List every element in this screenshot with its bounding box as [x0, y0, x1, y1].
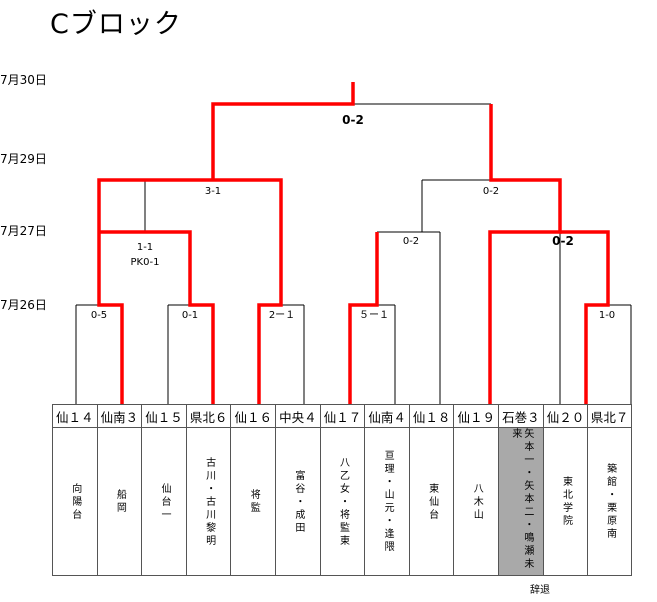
- team-cell: 仙南３: [96, 404, 142, 428]
- school-cell: 八乙女・将監東: [319, 428, 365, 576]
- team-cell: 石巻３: [498, 404, 543, 428]
- table-bottom-border: [52, 575, 632, 576]
- school-name: 亘理・山元・逢隈: [382, 450, 394, 554]
- team-cell: 仙１９: [453, 404, 499, 428]
- school-cell: 船岡: [96, 428, 142, 576]
- team-cell: 仙南４: [364, 404, 409, 428]
- school-name: 東仙台: [426, 482, 438, 522]
- winner-path-kenpoku6: [99, 230, 215, 404]
- date-label-final: 7月30日: [0, 73, 47, 87]
- school-name: 仙台一: [159, 482, 171, 522]
- score-sf-1: 3-1: [205, 186, 221, 197]
- school-name: 向陽台: [69, 482, 81, 522]
- school-cell: 東仙台: [408, 428, 454, 576]
- winner-path-lines: [97, 82, 610, 404]
- team-cell: 仙２０: [542, 404, 588, 428]
- score-r1-3: 2ー１: [269, 310, 295, 321]
- team-cell: 県北６: [185, 404, 231, 428]
- winner-path-sen17: [348, 232, 379, 404]
- date-label-round1: 7月26日: [0, 298, 47, 312]
- school-name: 矢本一・矢本二・鳴瀬未来: [509, 428, 533, 571]
- school-name: 古川・古川黎明: [203, 456, 215, 548]
- winner-path-final: [211, 82, 355, 180]
- team-cell: 仙１５: [141, 404, 186, 428]
- score-qf-1-pk: PK0-1: [131, 257, 160, 268]
- bracket-sf-1: [144, 179, 282, 305]
- team-cell: 仙１６: [230, 404, 276, 428]
- team-cell: 中央４: [275, 404, 320, 428]
- winner-path-funan3: [97, 232, 124, 404]
- school-row: 向陽台 船岡 仙台一 古川・古川黎明 将監 富谷・成田 八乙女・将監東 亘理・山…: [52, 428, 632, 576]
- school-name: 八木山: [471, 482, 483, 522]
- score-qf-2: 0-2: [403, 236, 419, 247]
- school-cell: 仙台一: [141, 428, 186, 576]
- team-cell: 県北７: [587, 404, 632, 428]
- score-r1-5: 1-0: [599, 310, 615, 321]
- school-cell: 八木山: [453, 428, 498, 576]
- score-sf-2: 0-2: [483, 186, 499, 197]
- bracket-qf-3: [489, 231, 609, 305]
- school-name: 富谷・成田: [292, 469, 304, 535]
- score-qf-3: 0-2: [552, 234, 574, 248]
- bracket-lines: [75, 103, 632, 404]
- winner-path-qf1: [97, 178, 145, 232]
- winner-path-sen20: [560, 230, 610, 404]
- score-final: 0-2: [342, 113, 364, 127]
- date-label-quarterfinal: 7月27日: [0, 224, 47, 238]
- school-cell: 富谷・成田: [275, 428, 320, 576]
- school-name: 船岡: [114, 489, 126, 515]
- school-name: 八乙女・将監東: [337, 456, 349, 548]
- school-cell: 築館・栗原南: [587, 428, 632, 576]
- team-cell: 仙１７: [319, 404, 365, 428]
- score-r1-1: 0-5: [91, 310, 107, 321]
- school-cell: 向陽台: [52, 428, 97, 576]
- team-cell: 仙１８: [408, 404, 454, 428]
- school-name: 東北学院: [560, 476, 572, 528]
- school-name: 築館・栗原南: [604, 463, 616, 541]
- school-cell: 将監: [230, 428, 275, 576]
- school-cell: 古川・古川黎明: [185, 428, 231, 576]
- score-qf-1: 1-1: [137, 242, 153, 253]
- score-r1-2: 0-1: [182, 310, 198, 321]
- date-label-semifinal: 7月29日: [0, 152, 47, 166]
- school-name: 将監: [248, 489, 260, 515]
- school-cell: 亘理・山元・逢隈: [364, 428, 409, 576]
- page-title: Cブロック: [50, 9, 182, 40]
- team-row: 仙１４ 仙南３ 仙１５ 県北６ 仙１６ 中央４ 仙１７ 仙南４ 仙１８ 仙１９ …: [52, 404, 632, 428]
- school-cell: 東北学院: [542, 428, 588, 576]
- team-cell: 仙１４: [52, 404, 97, 428]
- withdrawn-note: 辞退: [530, 585, 550, 596]
- winner-path-sen19: [488, 104, 562, 404]
- score-r1-4: ５ー１: [359, 310, 389, 321]
- school-cell-withdrawn: 矢本一・矢本二・鳴瀬未来: [498, 428, 543, 576]
- winner-path-sen16: [145, 178, 283, 404]
